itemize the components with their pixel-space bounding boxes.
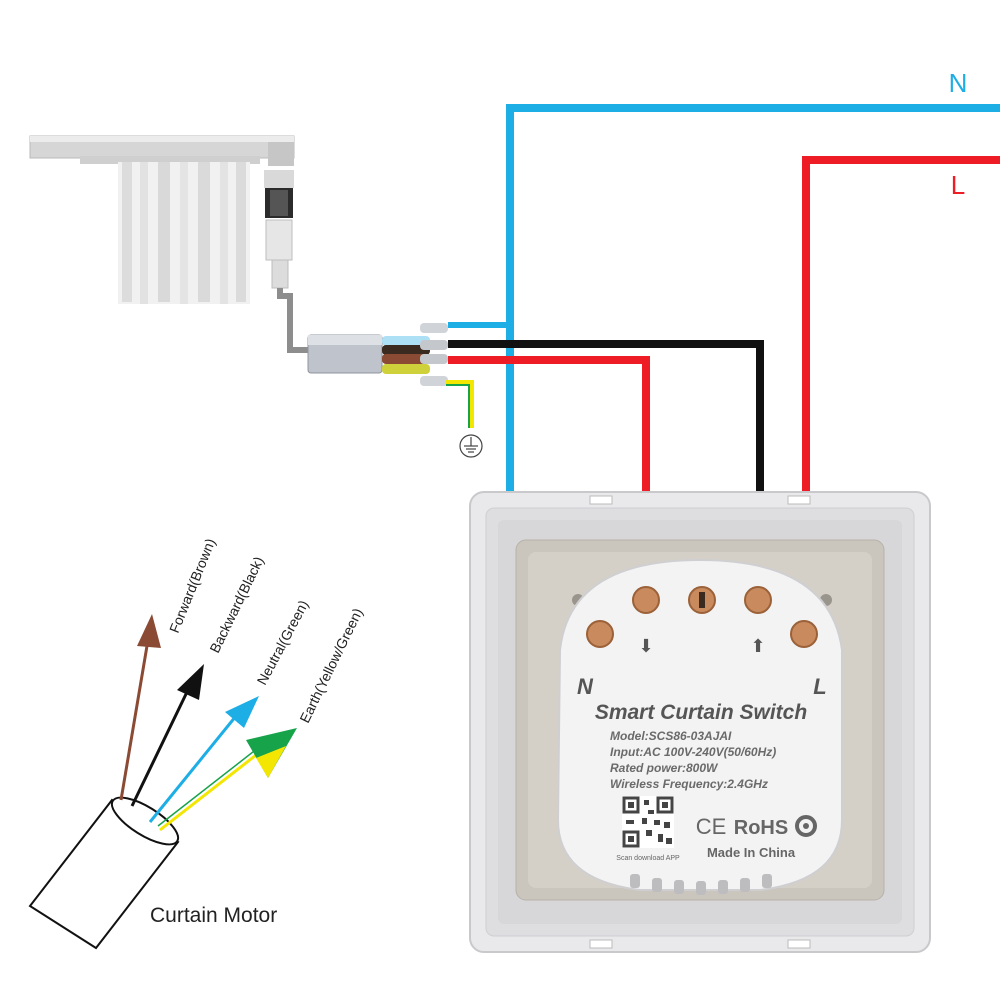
terminal-l [790, 620, 818, 648]
terminal-n-label: N [577, 674, 594, 699]
motor-lead-earth [157, 728, 297, 832]
lead-label-backward: Backward(Black) [206, 554, 266, 655]
spec-input: Input:AC 100V-240V(50/60Hz) [610, 745, 776, 759]
terminal-backward [744, 586, 772, 614]
motor-lead-neutral [148, 696, 259, 823]
curtain-fabric [118, 162, 250, 304]
qr-caption: Scan download APP [616, 855, 680, 862]
qr-code-icon [622, 796, 674, 848]
terminal-l-label: L [813, 674, 826, 699]
motor-lead-backward [130, 664, 204, 807]
curtain-motor-cylinder [28, 796, 180, 950]
curtain-motor-label: Curtain Motor [150, 904, 277, 927]
rohs-mark: RoHS [734, 817, 788, 839]
earth-wire [446, 380, 474, 428]
spec-power: Rated power:800W [610, 761, 719, 775]
live-line-label: L [951, 170, 965, 200]
lead-label-earth: Earth(Yellow/Green) [296, 605, 365, 725]
earth-ground-icon [459, 434, 483, 458]
arrow-up-icon: ⬆ [750, 636, 765, 656]
live-wire [802, 156, 1000, 625]
curtain-motor-unit [264, 142, 294, 289]
arrow-down-icon: ⬇ [638, 636, 653, 656]
switch-spec-list: Model:SCS86-03AJAI Input:AC 100V-240V(50… [610, 729, 776, 791]
curtain-track-illustration [29, 135, 310, 353]
terminal-common [688, 586, 716, 614]
ce-mark: CE [696, 814, 727, 839]
motor-cable-terminator [307, 323, 448, 386]
module-vent-slots [630, 874, 772, 895]
spec-model: Model:SCS86-03AJAI [610, 729, 732, 743]
motor-lead-forward [119, 614, 161, 801]
recycle-gear-icon [795, 815, 817, 837]
made-in-text: Made In China [707, 845, 796, 860]
neutral-line-label: N [949, 68, 968, 98]
spec-frequency: Wireless Frequency:2.4GHz [610, 777, 768, 791]
terminal-forward [632, 586, 660, 614]
switch-title: Smart Curtain Switch [595, 701, 807, 724]
terminal-n [586, 620, 614, 648]
lead-label-neutral: Neutral(Green) [254, 597, 312, 687]
lead-label-forward: Forward(Brown) [166, 536, 218, 635]
